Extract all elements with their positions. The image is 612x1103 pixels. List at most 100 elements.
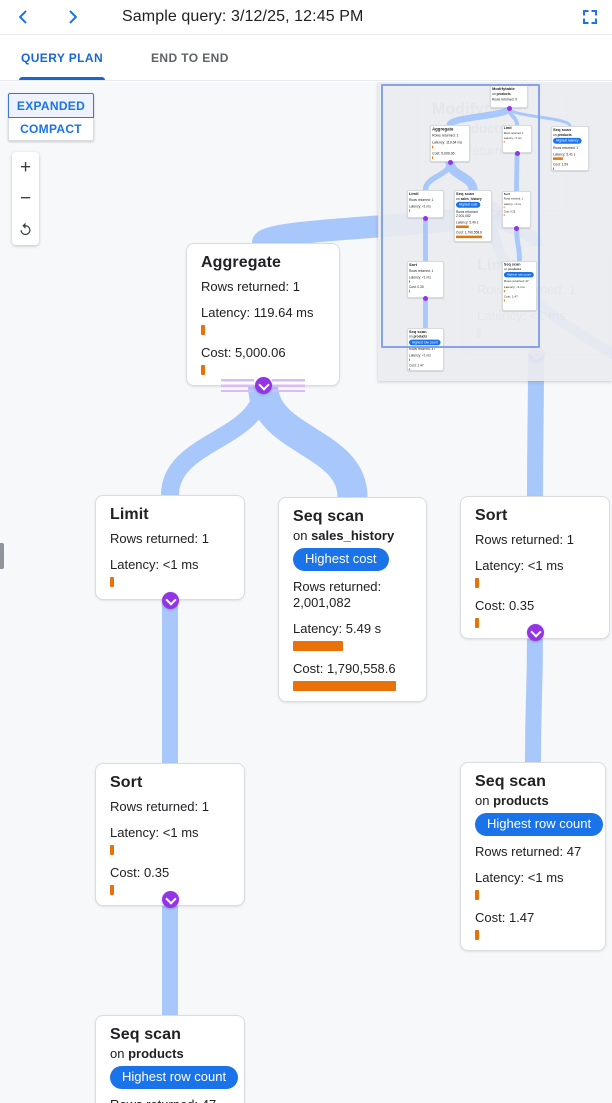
node-title: Sort bbox=[503, 192, 511, 196]
collapse-stripes bbox=[272, 378, 305, 392]
node-title: Seq scan bbox=[293, 508, 365, 525]
node-badge: Highest cost bbox=[293, 548, 389, 571]
node-title: Seq scan bbox=[110, 1026, 182, 1043]
node-latency: Latency: <1 ms bbox=[110, 825, 199, 840]
tab-end-to-end[interactable]: END TO END bbox=[149, 35, 231, 80]
node-badge: Highest row count bbox=[475, 813, 604, 836]
collapse-button-limit-left[interactable] bbox=[161, 591, 179, 609]
node-table: on products bbox=[553, 132, 572, 137]
cost-bar bbox=[456, 235, 483, 239]
cost-bar bbox=[408, 290, 410, 293]
minimap-collapse-dot bbox=[423, 295, 428, 301]
node-rows: Rows returned: 1 bbox=[201, 279, 300, 294]
node-latency: Latency: <1 ms bbox=[110, 557, 199, 572]
node-title: Sort bbox=[475, 507, 508, 524]
latency-bar bbox=[432, 145, 434, 149]
collapse-button-sort-right[interactable] bbox=[526, 623, 544, 641]
node-cost: Cost: 1.59 bbox=[553, 162, 569, 167]
page-title: Sample query: 3/12/25, 12:45 PM bbox=[122, 8, 364, 25]
node-title: Seq scan bbox=[503, 262, 521, 267]
node-latency: Latency: 119.64 ms bbox=[432, 140, 463, 145]
left-scrollbar-thumb[interactable] bbox=[0, 543, 4, 569]
node-cost: Cost: 0.35 bbox=[503, 210, 516, 214]
node-rows: Rows returned: 2,001,082 bbox=[456, 209, 479, 218]
node-cost: Cost: 1.47 bbox=[408, 363, 424, 368]
latency-bar bbox=[475, 578, 479, 588]
node-latency: Latency: <1 ms bbox=[475, 870, 564, 885]
node-title: Limit bbox=[110, 506, 149, 523]
node-latency: Latency: <1 ms bbox=[475, 558, 564, 573]
minimap-viewport[interactable] bbox=[381, 84, 540, 348]
zoom-out-button[interactable]: − bbox=[12, 183, 39, 214]
plan-link-aggregate-seqscan-sales bbox=[445, 161, 478, 191]
zoom-in-button[interactable]: + bbox=[12, 152, 39, 183]
node-title: Sort bbox=[110, 774, 143, 791]
node-title: Modifytable bbox=[492, 86, 515, 92]
latency-bar bbox=[408, 209, 410, 212]
latency-bar bbox=[456, 225, 469, 228]
plus-icon: + bbox=[19, 156, 32, 178]
node-title: Limit bbox=[503, 126, 512, 130]
node-title: Seq scan bbox=[408, 329, 427, 334]
plan-link-aggregate-limit-left bbox=[161, 384, 272, 496]
fullscreen-button[interactable] bbox=[574, 1, 606, 33]
node-title: Aggregate bbox=[432, 126, 454, 132]
collapse-button-sort-left[interactable] bbox=[161, 890, 179, 908]
forward-button[interactable] bbox=[56, 0, 90, 34]
latency-bar bbox=[475, 890, 479, 900]
latency-bar bbox=[293, 641, 343, 651]
node-cost: Cost: 1,790,558.6 bbox=[293, 661, 396, 676]
node-latency: Latency: <1 ms bbox=[408, 204, 431, 209]
node-badge: Highest row count bbox=[503, 272, 534, 278]
node-rows: Rows returned: 1 bbox=[432, 133, 459, 138]
compact-button[interactable]: COMPACT bbox=[8, 118, 94, 141]
node-latency: Latency: 5.49 s bbox=[456, 220, 479, 225]
node-rows: Rows returned: 0 bbox=[492, 97, 518, 102]
node-rows: Rows returned: 47 bbox=[110, 1097, 230, 1103]
latency-bar bbox=[201, 325, 205, 335]
node-rows: Rows returned: 1 bbox=[110, 531, 209, 546]
plan-link-sort-right-seqscan-products-right bbox=[525, 631, 543, 763]
tab-query-plan-label: QUERY PLAN bbox=[21, 50, 104, 65]
chevron-left-icon bbox=[19, 10, 27, 24]
minimap[interactable]: Modifytable on products Rows returned: 0 Ag… bbox=[378, 82, 612, 381]
tab-query-plan[interactable]: QUERY PLAN bbox=[19, 35, 106, 80]
expanded-button[interactable]: EXPANDED bbox=[8, 93, 94, 118]
node-title: Aggregate bbox=[201, 254, 282, 271]
cost-bar bbox=[293, 681, 396, 691]
node-cost: Cost: 0.35 bbox=[408, 285, 424, 289]
latency-bar bbox=[503, 290, 505, 293]
node-rows: Rows returned: 1 bbox=[408, 197, 434, 202]
node-rows: Rows returned: 1 bbox=[503, 131, 524, 135]
node-latency: Latency: 5.49 s bbox=[293, 621, 382, 636]
node-title: Seq scan bbox=[553, 127, 572, 133]
cost-bar bbox=[475, 930, 479, 940]
node-table: on sales_history bbox=[293, 528, 395, 543]
back-button[interactable] bbox=[6, 0, 40, 34]
node-cost: Cost: 1.47 bbox=[503, 294, 518, 299]
reset-zoom-button[interactable] bbox=[12, 214, 39, 245]
plan-link-limit-top-sort-right bbox=[514, 152, 520, 192]
latency-bar bbox=[408, 280, 410, 283]
node-badge: Highest cost bbox=[456, 201, 481, 208]
header: Sample query: 3/12/25, 12:45 PM bbox=[0, 0, 612, 35]
node-cost: Cost: 5,000.06 bbox=[201, 345, 286, 360]
plan-canvas[interactable]: Modifytable on products Rows returned: 0 Ag… bbox=[0, 82, 612, 1103]
node-cost: Cost: 1.47 bbox=[475, 910, 535, 925]
node-rows: Rows returned: 47 bbox=[408, 347, 436, 351]
minimap-links-layer bbox=[422, 104, 572, 328]
cost-bar bbox=[503, 214, 505, 216]
collapse-button-aggregate[interactable] bbox=[254, 376, 272, 394]
